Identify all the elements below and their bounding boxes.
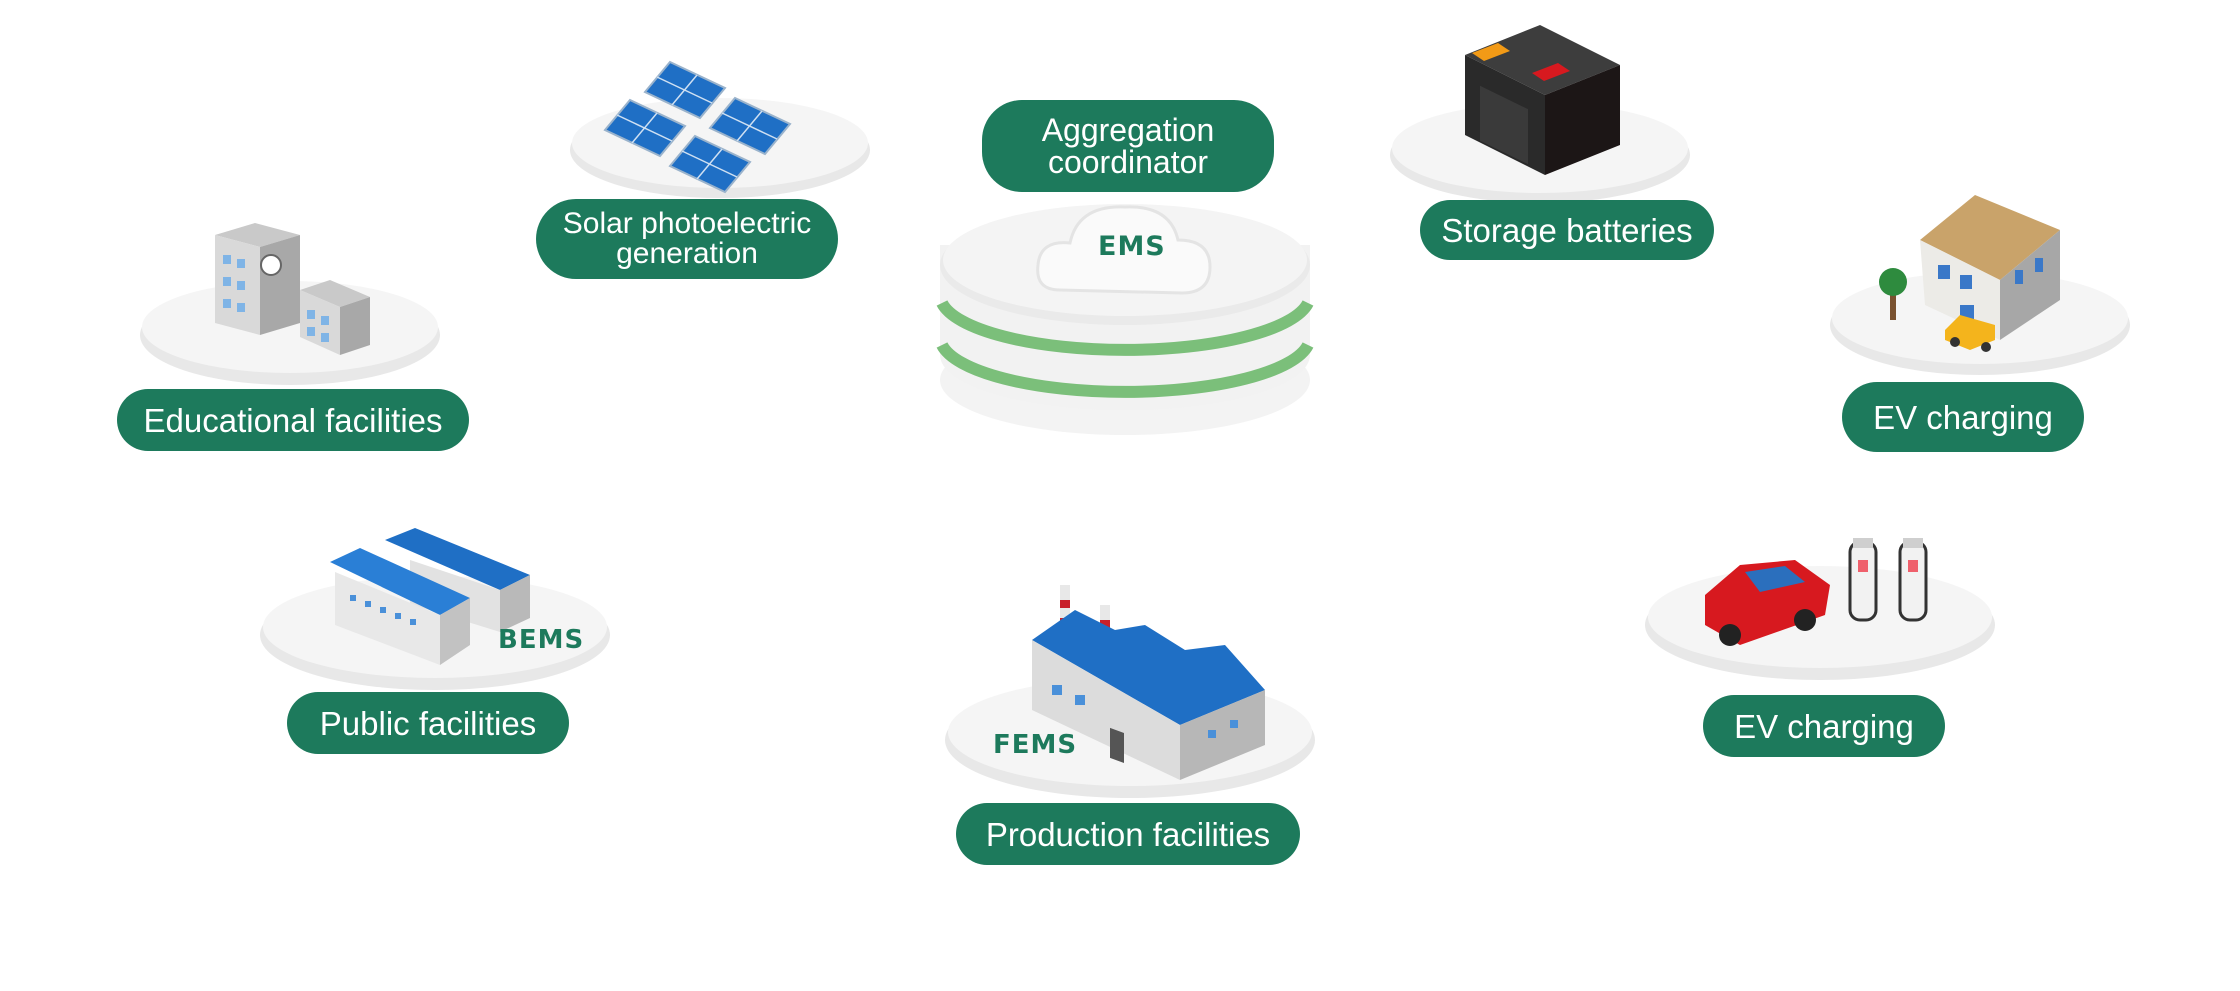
education-node: Educational facilities xyxy=(115,215,475,455)
ev-charging-label: EV charging xyxy=(1703,695,1945,757)
educational-facilities-label: Educational facilities xyxy=(117,389,469,451)
aggregation-coordinator-node: Aggregation coordinator EMS xyxy=(930,95,1350,440)
aggregation-title-line2: coordinator xyxy=(1047,144,1209,180)
public-node: BEMS Public facilities xyxy=(255,520,635,760)
house-ev-node: EV charging xyxy=(1810,190,2140,460)
ems-platform-icon xyxy=(936,204,1314,435)
bems-tag: BEMS xyxy=(498,625,585,655)
warehouse-icon xyxy=(260,528,610,690)
battery-node: Storage batteries xyxy=(1380,15,1720,265)
house-car-icon xyxy=(1830,195,2130,375)
fems-tag: FEMS xyxy=(993,730,1078,760)
storage-batteries-label: Storage batteries xyxy=(1420,200,1714,260)
aggregation-coordinator-label: Aggregation coordinator xyxy=(982,100,1274,192)
school-building-icon xyxy=(140,223,440,385)
ems-label: EMS xyxy=(1098,231,1166,262)
ev-charger-icon xyxy=(1645,538,1995,680)
public-facilities-label: Public facilities xyxy=(287,692,569,754)
aggregation-title-line1: Aggregation xyxy=(1041,112,1215,148)
production-facilities-label: Production facilities xyxy=(956,803,1300,865)
solar-panel-icon xyxy=(570,60,870,198)
ev-charger-node: EV charging xyxy=(1645,530,2025,770)
ev-charging-house-label: EV charging xyxy=(1842,382,2084,452)
production-node: FEMS Production facilities xyxy=(940,580,1320,870)
solar-label-line1: Solar photoelectric xyxy=(562,207,812,240)
solar-label-line2: generation xyxy=(616,237,758,270)
factory-icon xyxy=(945,585,1315,798)
solar-label: Solar photoelectric generation xyxy=(536,199,838,279)
battery-icon xyxy=(1390,25,1690,203)
solar-node: Solar photoelectric generation xyxy=(530,50,890,290)
